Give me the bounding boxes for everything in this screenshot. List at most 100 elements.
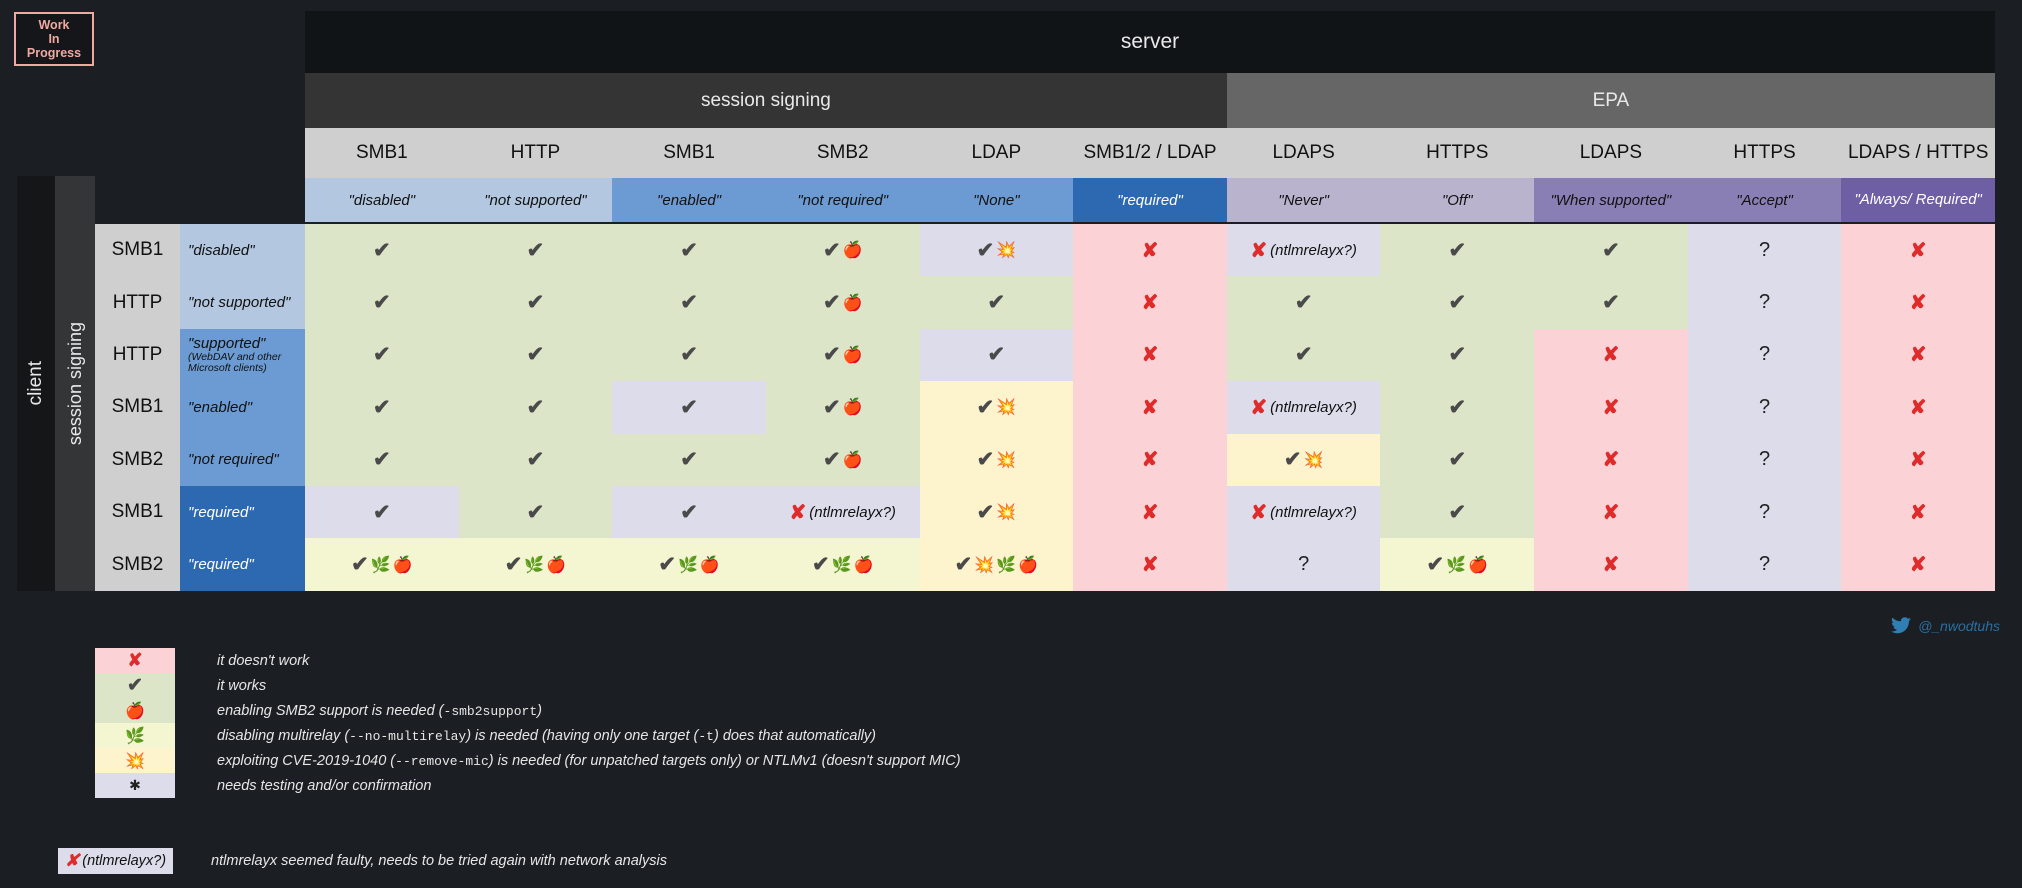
matrix-cell: ✔ <box>305 276 459 329</box>
column-header-protocol: HTTP <box>458 128 613 178</box>
check-icon: ✔ <box>1448 343 1467 367</box>
check-icon: ✔ <box>822 448 841 472</box>
matrix-cell: ✔🌿🍎 <box>305 538 459 591</box>
check-icon: ✔ <box>976 238 995 262</box>
row-value-text: "not required" <box>188 451 279 469</box>
explosion-icon: 💥 <box>996 504 1017 522</box>
matrix-cell: ? <box>1687 224 1842 277</box>
matrix-cell: ✔💥🌿🍎 <box>919 538 1074 591</box>
check-icon: ✔ <box>680 291 698 315</box>
cell-note: (ntlmrelayx?) <box>1270 503 1357 521</box>
matrix-cell: ✔ <box>612 276 766 329</box>
matrix-cell: ✔ <box>919 328 1074 382</box>
server-axis-label: server <box>305 11 1995 73</box>
cross-icon: ✘ <box>1909 396 1927 419</box>
row-value-text: "required" <box>188 503 254 521</box>
matrix-cell: ✔ <box>458 328 613 382</box>
cross-icon: ✘ <box>1141 239 1159 262</box>
check-icon: ✔ <box>1294 291 1313 315</box>
cross-icon: ✘ <box>1909 239 1927 262</box>
legend-row: 🍎enabling SMB2 support is needed (-smb2s… <box>95 698 961 723</box>
matrix-cell: ✔ <box>458 486 613 539</box>
explosion-icon: 💥 <box>996 451 1017 469</box>
twitter-icon <box>1891 617 1912 634</box>
legend-ntlmrelayx: ✘ (ntlmrelayx?) ntlmrelayx seemed faulty… <box>58 848 667 874</box>
matrix-cell: ? <box>1687 381 1842 434</box>
check-icon: ✔ <box>987 343 1006 367</box>
cross-icon: ✘ <box>1602 554 1620 577</box>
check-icon: ✔ <box>526 448 545 472</box>
legend-description: disabling multirelay (--no-multirelay) i… <box>217 727 876 744</box>
matrix-cell: ✔ <box>1534 276 1688 329</box>
legend-swatch: ✔ <box>95 673 175 698</box>
matrix-cell: ✘ <box>1841 328 1995 382</box>
check-icon: ✔ <box>526 238 545 262</box>
matrix-cell: ✘ <box>1073 224 1227 277</box>
check-icon: ✔ <box>954 553 973 577</box>
row-value-text: "enabled" <box>188 398 253 416</box>
legend-swatch: 🍎 <box>95 698 175 723</box>
column-header-value: "Accept" <box>1687 178 1842 222</box>
apple-icon: 🍎 <box>842 294 863 312</box>
matrix-cell: ✔ <box>1380 224 1535 277</box>
matrix-cell: ✔ <box>305 486 459 539</box>
question-icon: ? <box>1758 238 1771 261</box>
matrix-cell: ? <box>1226 538 1381 591</box>
cross-icon: ✘ <box>1141 501 1159 524</box>
matrix-cell: ✔ <box>1380 486 1535 539</box>
check-icon: ✔ <box>658 553 676 577</box>
check-icon: ✔ <box>680 500 698 524</box>
matrix-cell: ? <box>1687 486 1842 539</box>
matrix-cell: ✔ <box>458 224 613 277</box>
matrix-cell: ✔🍎 <box>765 224 920 277</box>
matrix-cell: ✘ <box>1841 433 1995 486</box>
check-icon: ✔ <box>811 553 830 577</box>
check-icon: ✔ <box>1426 553 1445 577</box>
herb-icon: 🌿 <box>524 556 545 574</box>
cross-icon: ✘ <box>1602 501 1620 524</box>
legend-glyph-icon: ✱ <box>129 777 141 793</box>
check-icon: ✔ <box>373 291 391 315</box>
matrix-cell: ✔ <box>305 433 459 486</box>
matrix-cell: ✘ <box>1841 381 1995 434</box>
matrix-cell: ✘ <box>1841 224 1995 277</box>
matrix-cell: ✔ <box>612 433 766 486</box>
herb-icon: 🌿 <box>370 556 391 574</box>
matrix-cell: ✘ <box>1534 381 1688 434</box>
herb-icon: 🌿 <box>831 556 852 574</box>
check-icon: ✔ <box>680 395 698 419</box>
column-header-value: "Never" <box>1226 178 1381 222</box>
work-in-progress-badge: Work In Progress <box>14 12 94 66</box>
matrix-cell: ✔ <box>1226 276 1381 329</box>
legend-glyph-icon: 💥 <box>125 752 145 770</box>
row-header-value: "not supported" <box>180 276 305 329</box>
twitter-credit[interactable]: @_nwodtuhs <box>1891 617 2000 634</box>
check-icon: ✔ <box>822 395 841 419</box>
column-header-value: "not supported" <box>458 178 613 222</box>
matrix-cell: ✔💥 <box>919 433 1074 486</box>
matrix-cell: ✔ <box>612 381 766 434</box>
matrix-cell: ✔ <box>1380 381 1535 434</box>
column-header-protocol: LDAPS <box>1534 128 1688 178</box>
question-icon: ? <box>1298 553 1310 576</box>
client-session-signing-label: session signing <box>55 176 95 591</box>
matrix-cell: ✘ <box>1534 538 1688 591</box>
cross-icon: ✘ <box>1250 396 1268 419</box>
herb-icon: 🌿 <box>677 556 698 574</box>
check-icon: ✔ <box>526 291 545 315</box>
check-icon: ✔ <box>1283 448 1302 472</box>
row-header-protocol: SMB2 <box>95 538 180 591</box>
check-icon: ✔ <box>351 553 369 577</box>
legend-row: ✘it doesn't work <box>95 648 961 673</box>
matrix-cell: ? <box>1687 328 1842 382</box>
cross-icon: ✘ <box>789 501 807 524</box>
ntlmrelayx-description: ntlmrelayx seemed faulty, needs to be tr… <box>211 853 667 869</box>
cell-note: (ntlmrelayx?) <box>809 503 896 521</box>
herb-icon: 🌿 <box>996 556 1017 574</box>
check-icon: ✔ <box>1448 500 1467 524</box>
check-icon: ✔ <box>526 500 545 524</box>
matrix-cell: ✔🌿🍎 <box>458 538 613 591</box>
column-header-protocol: SMB1 <box>305 128 459 178</box>
cross-icon: ✘ <box>1909 292 1927 315</box>
